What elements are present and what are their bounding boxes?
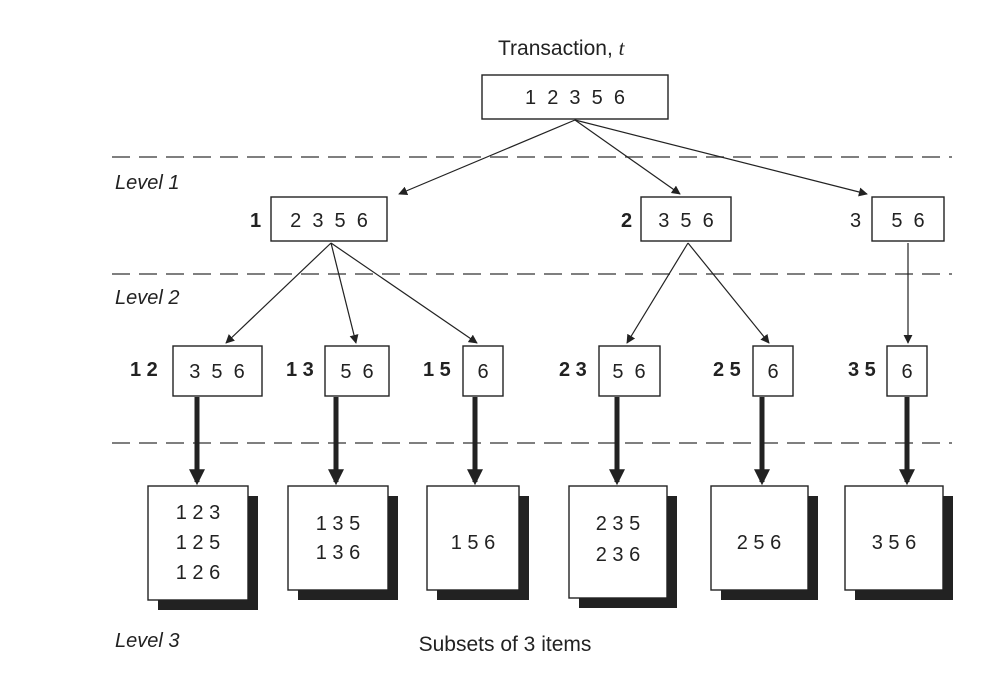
subset-line: 3 5 6: [872, 532, 916, 554]
subset-card-face: [568, 485, 668, 599]
subset-card-3: 1 5 6: [426, 485, 529, 600]
level1-items-1: 2 3 5 6: [290, 210, 368, 232]
edge-root-to-2: [574, 119, 681, 195]
level1-items-2: 3 5 6: [658, 210, 714, 232]
subset-line: 2 3 5: [596, 513, 640, 535]
subset-line: 1 3 5: [316, 513, 360, 535]
level2-box-5: [752, 345, 794, 397]
root-transaction-items: 1 2 3 5 6: [525, 87, 625, 109]
subset-card-4: 2 3 5 2 3 6: [568, 485, 677, 608]
level2-box-1: [172, 345, 263, 397]
subset-line: 2 3 6: [596, 544, 640, 566]
subset-card-face: [844, 485, 944, 591]
level1-box-1: [270, 196, 388, 242]
subset-card-2: 1 3 5 1 3 6: [287, 485, 398, 600]
subset-card-face: [426, 485, 520, 591]
level1-box-3: [871, 196, 945, 242]
level-label-1: Level 1: [115, 172, 180, 194]
level2-prefix-3: 1 5: [423, 359, 451, 381]
subset-line: 2 5 6: [737, 532, 781, 554]
level2-items-5: 6: [767, 361, 778, 383]
level2-prefix-5: 2 5: [713, 359, 741, 381]
subset-card-5: 2 5 6: [710, 485, 818, 600]
level2-items-4: 5 6: [612, 361, 645, 383]
level2-items-2: 5 6: [340, 361, 373, 383]
level2-box-3: [462, 345, 504, 397]
level-label-3: Level 3: [115, 630, 180, 652]
edge-2-to-23: [626, 242, 689, 344]
diagram-title: Transaction, t: [498, 36, 626, 60]
edge-root-to-1: [398, 119, 576, 196]
level2-prefix-1: 1 2: [130, 359, 158, 381]
level-label-2: Level 2: [115, 287, 180, 309]
level2-items-1: 3 5 6: [189, 361, 245, 383]
subset-line: 1 2 3: [176, 502, 220, 524]
level1-prefix-3: 3: [850, 210, 861, 232]
level2-items-3: 6: [477, 361, 488, 383]
root-transaction-box: [481, 74, 669, 120]
level2-box-2: [324, 345, 390, 397]
subset-line: 1 2 6: [176, 562, 220, 584]
edge-1-to-15: [330, 242, 478, 344]
edge-1-to-12: [225, 242, 332, 344]
level1-prefix-2: 2: [621, 210, 632, 232]
subset-card-face: [287, 485, 389, 591]
level1-box-2: [640, 196, 732, 242]
subset-card-6: 3 5 6: [844, 485, 953, 600]
edge-1-to-13: [330, 242, 359, 344]
diagram-caption: Subsets of 3 items: [419, 633, 592, 656]
level2-prefix-6: 3 5: [848, 359, 876, 381]
subset-line: 1 3 6: [316, 542, 360, 564]
edge-root-to-3: [574, 119, 868, 197]
subset-card-face: [147, 485, 249, 601]
edge-2-to-25: [687, 242, 770, 344]
subset-line: 1 2 5: [176, 532, 220, 554]
level2-box-4: [598, 345, 661, 397]
level1-prefix-1: 1: [250, 210, 261, 232]
level2-prefix-4: 2 3: [559, 359, 587, 381]
title-variable: t: [619, 36, 626, 60]
subset-card-face: [710, 485, 809, 591]
subset-line: 1 5 6: [451, 532, 495, 554]
level2-prefix-2: 1 3: [286, 359, 314, 381]
level1-items-3: 5 6: [891, 210, 924, 232]
subset-card-1: 1 2 3 1 2 5 1 2 6: [147, 485, 258, 610]
level2-items-6: 6: [901, 361, 912, 383]
level2-box-6: [886, 345, 928, 397]
